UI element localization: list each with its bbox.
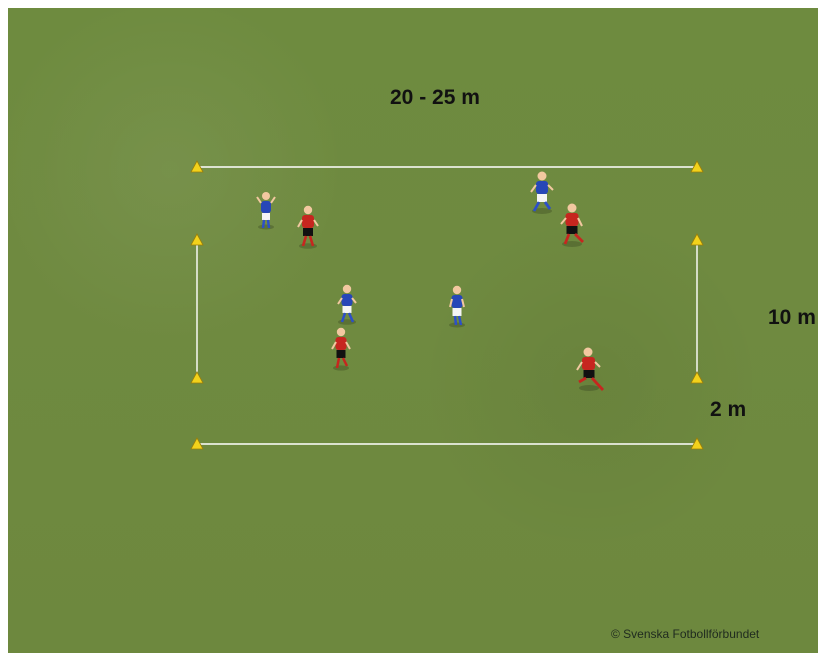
gap-label: 2 m: [710, 399, 746, 420]
height-label: 10 m: [768, 307, 816, 328]
blue-player-icon: [449, 286, 465, 328]
red-player-icon: [298, 206, 318, 249]
blue-player-icon: [257, 192, 275, 230]
cone-icon: [191, 234, 203, 245]
blue-player-icon: [531, 172, 553, 215]
cone-icon: [691, 372, 703, 383]
red-player-icon: [577, 348, 603, 392]
red-player-icon: [561, 204, 583, 248]
cone-icon: [191, 372, 203, 383]
width-label: 20 - 25 m: [390, 87, 480, 108]
red-player-icon: [332, 328, 350, 371]
blue-player-icon: [338, 285, 356, 325]
cone-icon: [691, 234, 703, 245]
copyright-text: © Svenska Fotbollförbundet: [611, 628, 759, 640]
